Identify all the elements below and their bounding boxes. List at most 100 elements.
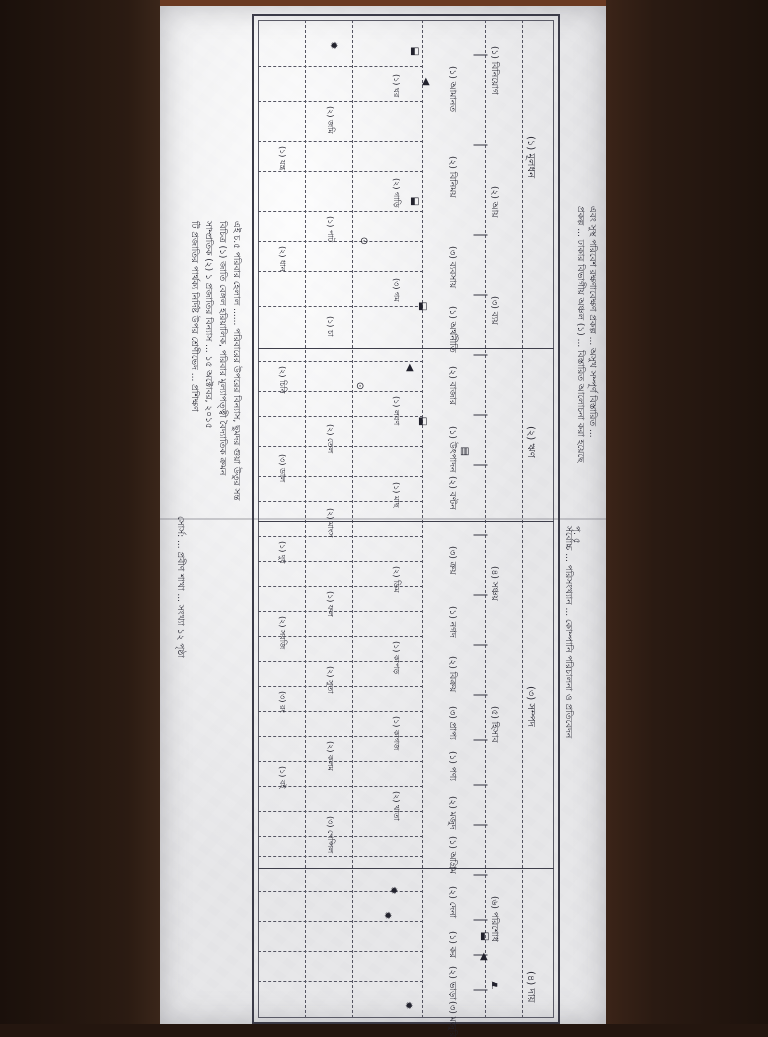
arrow-icon bbox=[473, 354, 488, 356]
arrow-icon bbox=[473, 784, 488, 786]
row-divider bbox=[258, 141, 423, 142]
leaf-label: (১) কাগজ bbox=[392, 716, 401, 751]
level3-label: (২) বাজার bbox=[447, 366, 457, 405]
level3-label: (২) বণ্টন bbox=[447, 476, 457, 510]
leaf-label: (১) দুধ bbox=[278, 541, 287, 564]
row-divider bbox=[258, 66, 423, 67]
row-divider bbox=[258, 271, 423, 272]
level3-label: (৩) প্রাপ্য bbox=[447, 706, 457, 740]
root-label: (৩) সম্পদ bbox=[525, 686, 536, 727]
level3-label: (২) মজুদ bbox=[447, 796, 457, 830]
level2-label: (২) আয় bbox=[489, 186, 499, 218]
column-divider bbox=[422, 20, 423, 1018]
leaf-label: (১) বই bbox=[278, 766, 287, 789]
box-icon: ◧ bbox=[480, 931, 490, 942]
leaf-label: (১) যন্ত্র bbox=[278, 146, 287, 171]
row-divider bbox=[258, 586, 423, 587]
level3-label: (১) উৎপাদন bbox=[447, 426, 457, 473]
level2-label: (৪) সঞ্চয় bbox=[489, 566, 499, 601]
row-divider bbox=[258, 416, 423, 417]
triangle-icon: ▲ bbox=[480, 951, 488, 962]
grid-icon: ▥ bbox=[460, 446, 470, 457]
arrow-icon bbox=[473, 824, 488, 826]
leaf-label: (২) সুতা bbox=[326, 666, 335, 694]
row-divider bbox=[258, 981, 423, 982]
paper-top-edge bbox=[160, 0, 606, 8]
box-icon: ◧ bbox=[418, 416, 428, 427]
row-divider bbox=[258, 786, 423, 787]
root-label: (২) ঋণ bbox=[525, 426, 536, 458]
row-divider bbox=[258, 501, 423, 502]
level2-label: (১) বিনিয়োগ bbox=[489, 46, 499, 95]
leaf-label: (২) ধান bbox=[278, 246, 287, 272]
row-divider bbox=[258, 211, 423, 212]
leaf-label: (২) ডিম bbox=[392, 566, 401, 593]
arrow-icon bbox=[473, 739, 488, 741]
level2-label: (৩) ব্যয় bbox=[489, 296, 499, 325]
row-divider bbox=[258, 561, 423, 562]
circle-icon: ⊙ bbox=[356, 381, 365, 392]
arrow-icon bbox=[473, 54, 488, 56]
level3-label: (৩) ক্রয় bbox=[447, 546, 457, 575]
level3-label: (২) বিনিময় bbox=[447, 156, 457, 198]
level3-label: (১) কর bbox=[447, 931, 457, 958]
leaf-label: (১) লবণ bbox=[392, 396, 401, 426]
row-divider bbox=[258, 306, 423, 307]
arrow-icon bbox=[473, 919, 488, 921]
level3-label: (১) নগদ bbox=[447, 606, 457, 638]
leaf-label: (২) জমি bbox=[326, 106, 335, 134]
star-icon: ✹ bbox=[330, 41, 339, 52]
leaf-label: (১) মাছ bbox=[392, 482, 401, 508]
arrow-icon bbox=[473, 594, 488, 596]
diagram-outer-frame bbox=[252, 14, 560, 1024]
document-page: এই চ.৫ পরিবার হেলাল ...... পরিবারের উপরে… bbox=[160, 6, 606, 1037]
column-divider bbox=[485, 20, 486, 1018]
star-icon: ✹ bbox=[405, 1001, 414, 1012]
leaf-label: (১) কাপড় bbox=[392, 641, 401, 675]
leaf-label: (২) কলম bbox=[326, 741, 335, 771]
section-divider bbox=[258, 868, 554, 869]
leaf-label: (২) খাতা bbox=[392, 791, 401, 821]
row-divider bbox=[258, 891, 423, 892]
level3-label: (১) অগ্রিম bbox=[447, 836, 457, 874]
row-divider bbox=[258, 921, 423, 922]
circle-icon: ⊙ bbox=[360, 236, 369, 247]
leaf-label: (৩) রং bbox=[278, 691, 287, 713]
leaf-label: (২) চিনি bbox=[278, 366, 287, 394]
note-line: বিচিত্র (১) জাতি বেঙ্গল হরিয়ালিক, পরিবা… bbox=[217, 221, 227, 476]
row-divider bbox=[258, 811, 423, 812]
arrow-icon bbox=[473, 989, 488, 991]
row-divider bbox=[258, 736, 423, 737]
level3-label: (২) বিক্রয় bbox=[447, 656, 457, 693]
header-line: সর্বোচ্চ ... পরিসংখ্যান ... কোম্পানি পরি… bbox=[563, 526, 573, 739]
level3-label: (১) আমানত bbox=[447, 66, 457, 112]
leaf-label: (১) ফল bbox=[326, 591, 335, 617]
row-divider bbox=[258, 241, 423, 242]
flag-icon: ⚑ bbox=[490, 981, 499, 992]
level3-label: (৩) মজুরি bbox=[447, 1001, 457, 1037]
row-divider bbox=[258, 361, 423, 362]
level3-label: (১) পণ্য bbox=[447, 751, 457, 781]
paper-fold bbox=[160, 518, 606, 520]
arrow-icon bbox=[473, 694, 488, 696]
level3-label: (২) ভাড়া bbox=[447, 966, 457, 1001]
arrow-icon bbox=[473, 874, 488, 876]
row-divider bbox=[258, 171, 423, 172]
row-divider bbox=[258, 856, 423, 857]
section-divider bbox=[258, 348, 554, 349]
row-divider bbox=[258, 536, 423, 537]
arrow-icon bbox=[473, 144, 488, 146]
triangle-icon: ▲ bbox=[406, 362, 414, 373]
leaf-label: (৩) ডাল bbox=[278, 454, 287, 483]
row-divider bbox=[258, 661, 423, 662]
leaf-label: (২) সবজি bbox=[278, 616, 287, 650]
column-divider bbox=[522, 20, 523, 1018]
leaf-label: (৩) গম bbox=[392, 278, 401, 302]
level3-label: (২) দেনা bbox=[447, 886, 457, 919]
arrow-icon bbox=[473, 644, 488, 646]
star-icon: ✹ bbox=[384, 911, 393, 922]
level3-label: (১) অর্থনীতি bbox=[447, 306, 457, 353]
arrow-icon bbox=[473, 534, 488, 536]
level2-label: (৫) হিসাব bbox=[489, 706, 499, 743]
note-line: এই চ.৫ পরিবার হেলাল ...... পরিবারের উপরে… bbox=[231, 221, 241, 501]
